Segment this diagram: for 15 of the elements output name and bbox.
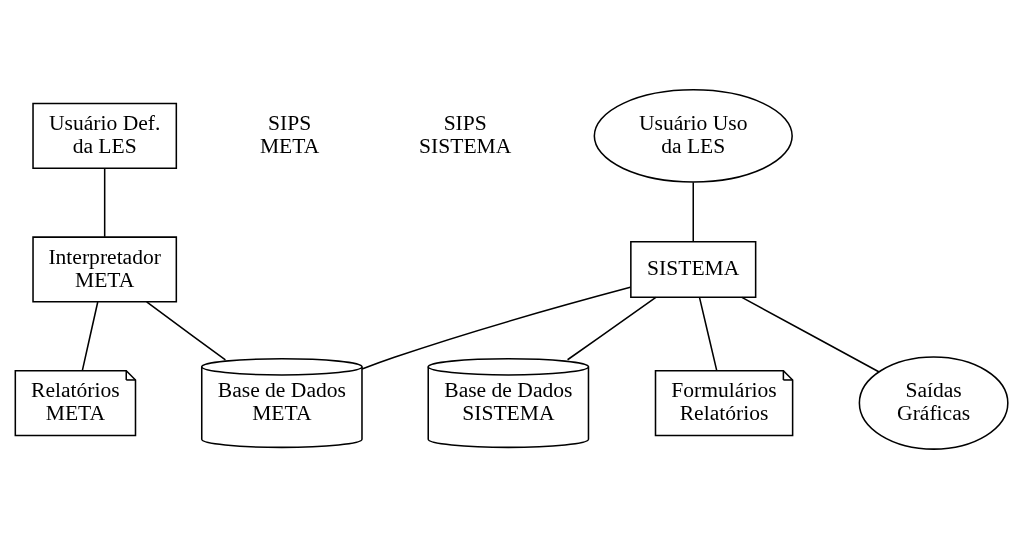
node-ellipse: Saídas Gráficas <box>858 355 1009 450</box>
connector <box>698 296 718 371</box>
connector <box>741 296 880 373</box>
node-box: Interpretador META <box>32 235 178 303</box>
connector <box>692 181 694 242</box>
connector <box>81 300 99 371</box>
connector <box>361 286 632 370</box>
label: SIPS META <box>259 110 320 158</box>
connector <box>566 296 657 360</box>
connector <box>103 167 106 238</box>
connector <box>145 300 227 361</box>
node-box: Usuário Def. da LES <box>32 102 178 169</box>
node-box: SISTEMA <box>630 240 757 298</box>
label: SIPS SISTEMA <box>419 110 512 158</box>
node-ellipse: Usuário Uso da LES <box>593 88 793 183</box>
